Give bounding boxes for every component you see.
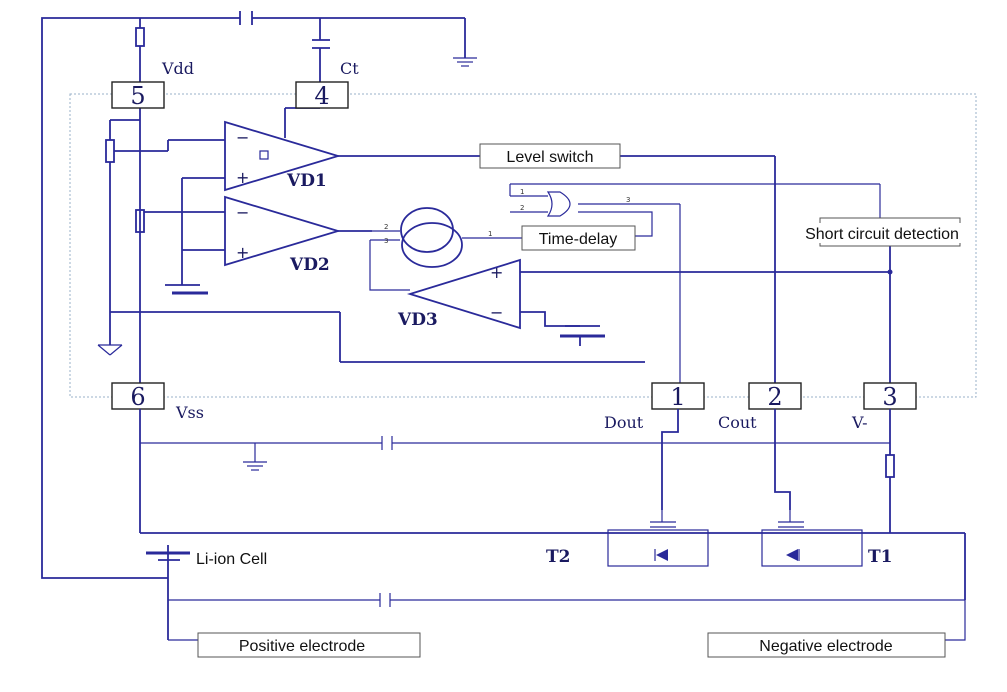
or-pin1: 1 [520,188,524,196]
t1-label: T1 [868,547,892,567]
pin-5: 5 [111,81,165,110]
or-gate: 1 2 3 [509,183,880,383]
time-delay-block: Time-delay [521,225,636,251]
td-pin2: 2 [384,223,388,231]
td-pin3: 3 [384,237,388,245]
svg-text:Level switch: Level switch [506,149,593,166]
mosfet-t2: T2 [546,510,709,567]
cell-label: Li-ion Cell [192,548,284,568]
pin-4: 4 [295,81,349,110]
ground-icon [453,57,477,67]
ground-icon [97,344,123,356]
svg-text:3: 3 [882,383,897,411]
ic-boundary [69,93,977,398]
mosfet-t1: T1 [761,510,892,567]
time-delay-gate: 2 3 1 [370,207,522,268]
comparator-vd2: − + VD2 [224,195,342,275]
pin-2-name: Cout [718,413,757,432]
svg-text:Negative electrode: Negative electrode [759,638,893,655]
vd3-plus-sign: + [490,263,503,282]
svg-text:6: 6 [130,383,145,411]
external-wiring [139,409,966,641]
comparator-vd3: + − VD3 [397,258,521,330]
pin-6-name: Vss [175,403,204,422]
positive-electrode-block: Positive electrode [197,632,421,658]
vdd-rail [105,108,645,383]
pin-3-name: V- [851,413,868,432]
svg-text:Positive electrode: Positive electrode [239,638,365,655]
negative-electrode-block: Negative electrode [707,632,946,658]
svg-text:4: 4 [314,82,329,110]
comparator-vd1: − + VD1 [224,120,342,192]
pin-4-name: Ct [340,59,359,78]
svg-text:Time-delay: Time-delay [539,231,618,248]
pin-1: 1 [651,382,705,411]
short-circuit-block: Short circuit detection [794,217,970,247]
top-wiring [41,11,466,579]
vd2-minus-sign: − [236,203,249,222]
pin-1-name: Dout [604,413,644,432]
vd1-minus-sign: − [236,128,249,147]
svg-text:2: 2 [767,383,782,411]
svg-text:5: 5 [130,82,145,110]
or-pin2: 2 [520,204,524,212]
level-switch-block: Level switch [479,143,621,169]
pin-5-name: Vdd [161,59,194,78]
svg-text:Short circuit detection: Short circuit detection [805,226,959,243]
vd3-label: VD3 [397,310,438,330]
vd1-label: VD1 [286,171,327,191]
svg-text:1: 1 [670,383,685,411]
t2-label: T2 [546,547,570,567]
svg-text:Li-ion Cell: Li-ion Cell [196,551,267,568]
vd1-plus-sign: + [236,168,249,187]
td-pin1: 1 [488,230,492,238]
or-pin3: 3 [626,196,630,204]
ground-icon [243,461,267,471]
pin-6: 6 [111,382,165,411]
vd2-label: VD2 [289,255,330,275]
pin-2: 2 [748,382,802,411]
pin-3: 3 [863,382,917,411]
vd3-minus-sign: − [490,303,503,322]
vd2-plus-sign: + [236,243,249,262]
